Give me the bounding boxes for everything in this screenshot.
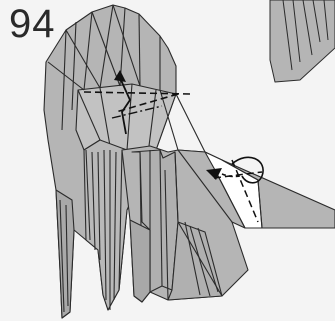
- step-number: 94: [9, 2, 56, 46]
